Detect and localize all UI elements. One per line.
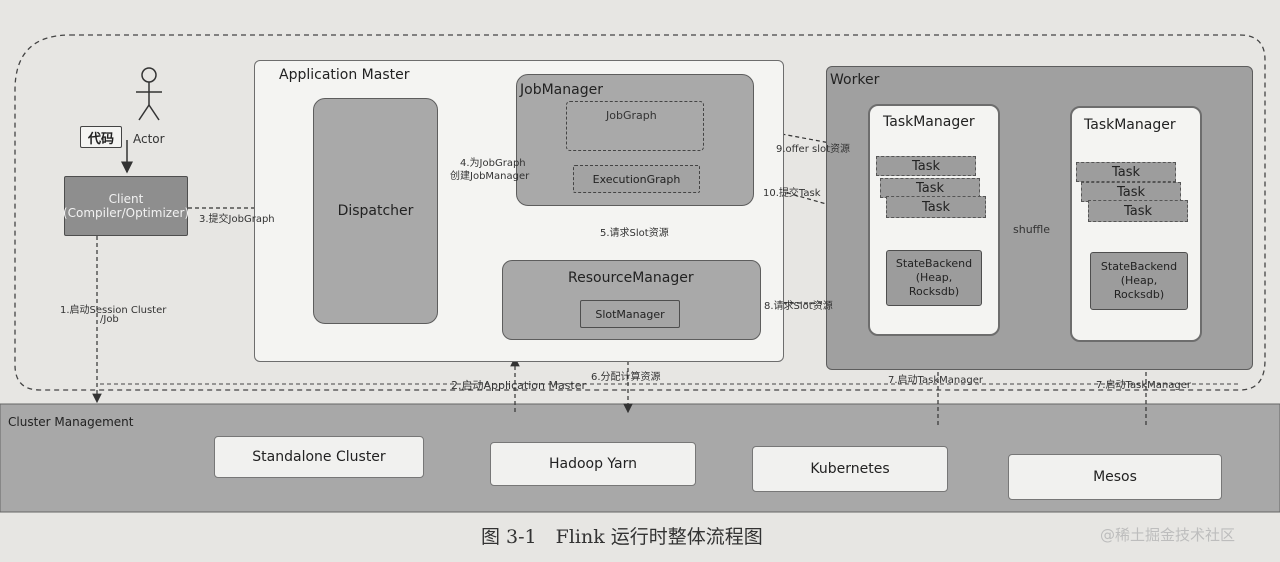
task-label: Task xyxy=(921,199,951,215)
code-label: 代码 xyxy=(87,131,114,147)
step-9-label: 9.offer slot资源 xyxy=(776,144,851,155)
step-6-label: 6.分配计算资源 xyxy=(591,372,661,383)
executiongraph-box: ExecutionGraph xyxy=(573,165,700,193)
cluster-management-title: Cluster Management xyxy=(8,415,134,429)
dispatcher-label: Dispatcher xyxy=(337,203,414,219)
step-10-label: 10.提交Task xyxy=(763,188,821,199)
client-label: Client xyxy=(108,192,144,206)
taskmanager-title-2: TaskManager xyxy=(1084,117,1176,133)
cluster-option-kubernetes: Kubernetes xyxy=(752,446,948,492)
cluster-option-label: Kubernetes xyxy=(810,461,890,477)
task-2-2: Task xyxy=(1081,182,1181,202)
step-4-label: 4.为JobGraph xyxy=(460,158,526,169)
statebackend-line: (Heap, xyxy=(1120,274,1158,287)
step-7-label-2: 7.启动TaskManager xyxy=(1096,380,1191,391)
slotmanager-box: SlotManager xyxy=(580,300,680,328)
client-box: Client (Compiler/Optimizer) xyxy=(62,176,190,236)
task-label: Task xyxy=(911,158,941,174)
actor-label: Actor xyxy=(133,132,165,146)
task-1-1: Task xyxy=(876,156,976,176)
task-label: Task xyxy=(915,180,945,196)
cluster-option-standalone: Standalone Cluster xyxy=(214,436,424,478)
task-1-3: Task xyxy=(886,196,986,218)
step-8-label: 8.请求Slot资源 xyxy=(764,301,833,312)
watermark: @稀土掘金技术社区 xyxy=(1100,526,1236,544)
jobgraph-dashed-box xyxy=(566,101,704,151)
figure-caption: 图 3-1 Flink 运行时整体流程图 xyxy=(481,526,763,548)
cluster-option-label: Standalone Cluster xyxy=(252,449,386,465)
statebackend-1: StateBackend (Heap, Rocksdb) xyxy=(886,250,982,306)
task-label: Task xyxy=(1111,164,1141,180)
statebackend-line: Rocksdb) xyxy=(1113,288,1165,301)
slotmanager-label: SlotManager xyxy=(595,307,665,321)
statebackend-line: StateBackend xyxy=(1100,260,1178,273)
statebackend-line: StateBackend xyxy=(895,257,973,270)
shuffle-label: shuffle xyxy=(1013,223,1051,236)
client-sublabel: (Compiler/Optimizer) xyxy=(62,206,190,220)
statebackend-line: (Heap, xyxy=(915,271,953,284)
task-label: Task xyxy=(1123,203,1153,219)
worker-title: Worker xyxy=(830,72,880,88)
step-2-label: 2.启动Application Master xyxy=(451,379,587,392)
taskmanager-title-1: TaskManager xyxy=(883,114,975,130)
cluster-option-hadoop-yarn: Hadoop Yarn xyxy=(490,442,696,486)
statebackend-2: StateBackend (Heap, Rocksdb) xyxy=(1090,252,1188,310)
cluster-option-label: Mesos xyxy=(1093,469,1137,485)
jobgraph-label: JobGraph xyxy=(606,109,657,122)
resourcemanager-title: ResourceManager xyxy=(568,270,694,286)
statebackend-line: Rocksdb) xyxy=(908,285,960,298)
task-label: Task xyxy=(1116,184,1146,200)
step-3-label: 3.提交JobGraph xyxy=(199,214,275,225)
code-document-icon: 代码 xyxy=(80,126,122,148)
cluster-option-mesos: Mesos xyxy=(1008,454,1222,500)
task-1-2: Task xyxy=(880,178,980,198)
executiongraph-label: ExecutionGraph xyxy=(592,172,681,186)
step-7-label-1: 7.启动TaskManager xyxy=(888,375,983,386)
step-4-label-line2: 创建JobManager xyxy=(450,171,530,182)
actor-figure xyxy=(136,67,162,121)
application-master-title: Application Master xyxy=(279,67,410,83)
dispatcher-box: Dispatcher xyxy=(313,98,438,324)
step-1-label: 1.启动Session Cluster xyxy=(60,305,167,316)
step-5-label: 5.请求Slot资源 xyxy=(600,228,669,239)
outer-dashed-boundary xyxy=(14,34,1266,391)
jobmanager-title: JobManager xyxy=(520,82,603,98)
cluster-option-label: Hadoop Yarn xyxy=(548,456,638,472)
step-1-label-line2: /Job xyxy=(100,314,119,325)
task-2-1: Task xyxy=(1076,162,1176,182)
task-2-3: Task xyxy=(1088,200,1188,222)
